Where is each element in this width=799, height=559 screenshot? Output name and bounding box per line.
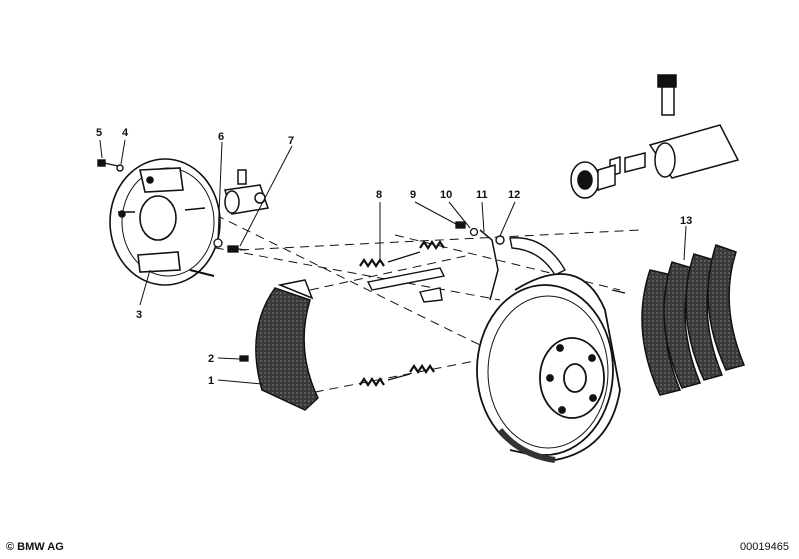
pin-9 xyxy=(455,221,479,237)
bolt-5 xyxy=(97,159,124,172)
callout-10: 10 xyxy=(440,189,452,201)
callout-2: 2 xyxy=(208,353,214,365)
callout-5: 5 xyxy=(96,127,102,139)
callouts: 5 4 6 7 3 2 1 8 9 10 11 12 13 xyxy=(96,127,692,387)
adjuster-strut xyxy=(366,267,446,303)
backing-plate xyxy=(109,158,221,286)
document-number: 00019465 xyxy=(740,541,789,553)
drum-screw xyxy=(611,289,626,294)
bleeder-7 xyxy=(227,245,247,253)
spring-8-upper xyxy=(359,240,445,268)
callout-6: 6 xyxy=(218,131,224,143)
clip-12 xyxy=(495,235,566,276)
callout-12: 12 xyxy=(508,189,520,201)
wheel-cylinder xyxy=(224,169,270,215)
callout-9: 9 xyxy=(410,189,416,201)
rivet-2 xyxy=(239,355,249,362)
brake-drum xyxy=(476,273,621,463)
shoe-set-13 xyxy=(641,244,746,396)
callout-4: 4 xyxy=(122,127,129,139)
callout-1: 1 xyxy=(208,375,214,387)
copyright-text: © BMW AG xyxy=(6,541,64,553)
spring-8-lower xyxy=(359,364,435,387)
lever-11 xyxy=(479,229,499,301)
cylinder-exploded xyxy=(570,74,740,199)
callout-3: 3 xyxy=(136,309,142,321)
washer-6 xyxy=(213,238,223,248)
callout-11: 11 xyxy=(476,189,488,201)
callout-8: 8 xyxy=(376,189,382,201)
brake-shoe xyxy=(255,279,319,411)
callout-13: 13 xyxy=(680,215,692,227)
leader-lines xyxy=(99,139,687,385)
callout-7: 7 xyxy=(288,135,294,147)
